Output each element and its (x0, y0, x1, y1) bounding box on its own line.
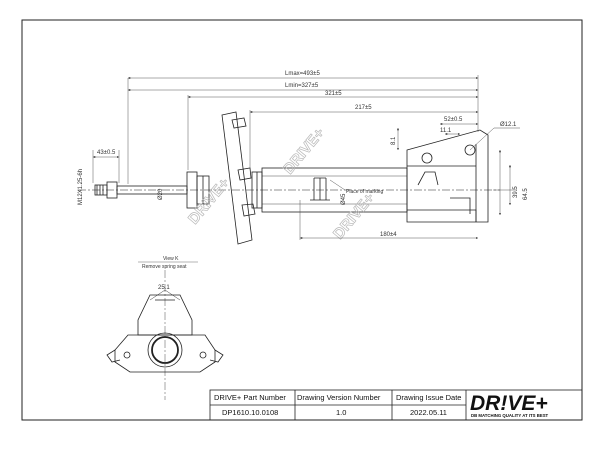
title-block-part-number-header: DRIVE+ Part Number (214, 393, 286, 402)
watermark: DRIVE+ (330, 190, 378, 243)
drive-plus-logo: DR!VE+ (470, 392, 548, 415)
dim-height-64: 64.5 (523, 188, 529, 200)
title-block-version-value: 1.0 (336, 408, 346, 417)
view-k-drawing (106, 270, 224, 400)
note-place-of-marking: Place of marking (346, 189, 383, 195)
watermark: DRIVE+ (280, 125, 328, 178)
dim-angle: 25.1 (158, 285, 170, 291)
dim-43: 43±0.5 (97, 150, 116, 156)
dimension-lines (92, 75, 520, 240)
title-block-part-number-value: DP1610.10.0108 (222, 408, 278, 417)
title-block (209, 389, 583, 421)
dim-rod-dia: Ø20 (158, 188, 164, 200)
view-k-title: View K (163, 256, 179, 262)
title-block-date-value: 2022.05.11 (410, 408, 447, 417)
dim-height-8: 8.1 (391, 136, 397, 145)
logo-tagline: DB MATCHING QUALITY AT ITS BEST (471, 413, 549, 418)
title-block-date-header: Drawing Issue Date (396, 393, 461, 402)
title-block-version-header: Drawing Version Number (297, 393, 381, 402)
dim-52: 52±0.5 (444, 117, 463, 123)
shock-absorber-view (78, 111, 500, 245)
dim-11: 11.1 (440, 128, 452, 134)
dim-lmax: Lmax=493±5 (285, 71, 320, 77)
dim-217: 217±5 (355, 105, 372, 111)
dim-180: 180±4 (380, 232, 397, 238)
dim-height-39: 39.5 (513, 186, 519, 198)
dim-thread: M12X1.25-6h (78, 169, 84, 205)
dim-hole: Ø12.1 (500, 122, 517, 128)
dim-321: 321±5 (325, 91, 342, 97)
watermark-group: DRIVE+ DRIVE+ DRIVE+ (185, 124, 379, 243)
dim-tube-dia: Ø45 (341, 193, 347, 205)
view-k-subtitle: Remove spring seat (142, 264, 187, 270)
drawing-frame (21, 19, 583, 421)
dim-lmin: Lmin=327±5 (285, 83, 319, 89)
